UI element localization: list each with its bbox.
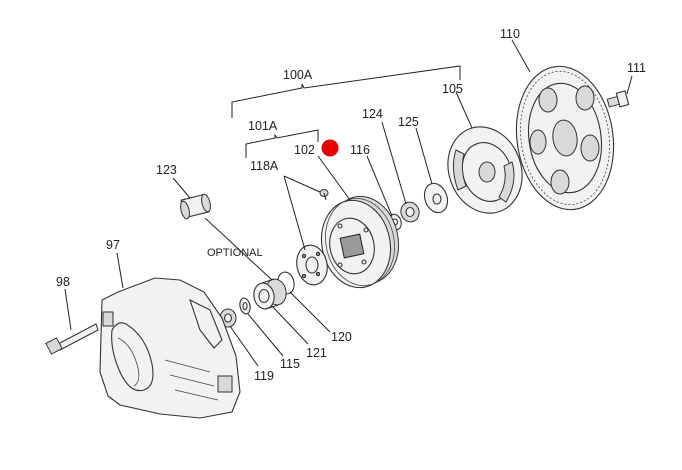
label-125: 125	[398, 115, 419, 129]
long-bolt-98	[45, 323, 99, 355]
label-101A: 101A	[248, 119, 278, 133]
leader-110	[511, 39, 531, 73]
leader-118A-b	[283, 175, 306, 251]
clutch-cover-97	[99, 277, 241, 419]
label-102: 102	[294, 143, 315, 157]
label-105: 105	[442, 82, 463, 96]
label-124: 124	[362, 107, 383, 121]
leader-102	[317, 155, 351, 201]
label-121: 121	[306, 346, 327, 360]
label-116: 116	[350, 143, 370, 157]
label-98: 98	[56, 275, 70, 289]
label-123: 123	[156, 163, 177, 177]
leader-120	[289, 291, 331, 333]
label-120: 120	[331, 330, 352, 344]
bracket-101A	[245, 129, 319, 158]
label-110: 110	[500, 27, 520, 41]
leader-118A-a	[283, 175, 321, 193]
leader-123	[172, 177, 191, 199]
nut-124	[400, 201, 420, 223]
sprocket-118A	[296, 244, 328, 286]
label-115: 115	[280, 357, 300, 371]
washer-125	[423, 182, 449, 214]
leader-125	[415, 127, 433, 185]
needle-bearing-121	[253, 278, 287, 310]
leader-121	[271, 305, 309, 345]
leader-97	[116, 252, 124, 289]
washer-115	[239, 297, 251, 315]
label-100A: 100A	[283, 68, 313, 82]
leader-105	[455, 91, 473, 129]
leader-115	[247, 313, 284, 357]
bracket-100A	[231, 65, 461, 118]
leader-124	[381, 121, 407, 205]
clutch-shoes-105	[447, 126, 523, 214]
label-97: 97	[106, 238, 120, 252]
label-118A: 118A	[250, 159, 279, 173]
label-optional: OPTIONAL	[207, 247, 263, 259]
leader-119	[229, 325, 259, 367]
label-119: 119	[254, 369, 274, 383]
leader-116	[366, 155, 393, 217]
ring-gear-110	[515, 65, 615, 211]
red-marker-dot	[321, 139, 339, 157]
optional-bearing-123	[180, 193, 211, 220]
clutch-drum-102	[320, 195, 399, 289]
leader-98	[64, 288, 72, 331]
bolt-111	[606, 90, 630, 108]
leader-111	[626, 75, 633, 95]
screw-118A	[319, 189, 329, 201]
leader-optional	[204, 217, 273, 281]
label-111: 111	[627, 61, 646, 75]
